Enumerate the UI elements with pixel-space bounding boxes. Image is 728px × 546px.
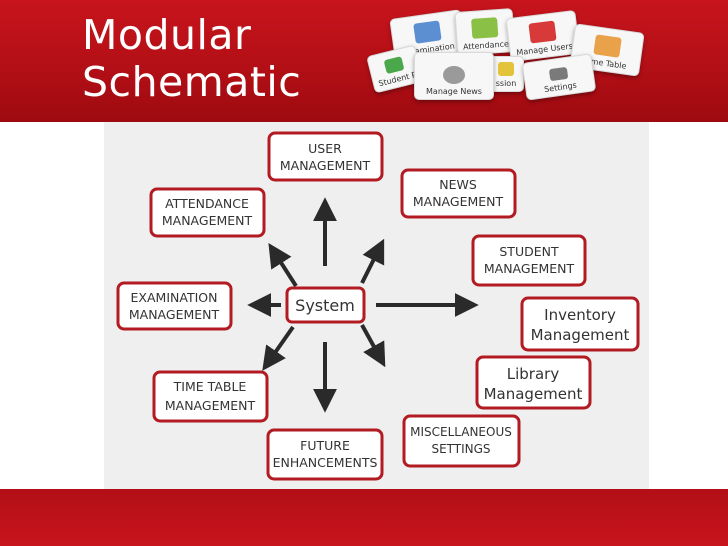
misc-label-2: SETTINGS (431, 442, 490, 456)
attendance-label-2: MANAGEMENT (162, 213, 253, 228)
inventory-label-1: Inventory (544, 306, 616, 324)
future-label-1: FUTURE (300, 438, 350, 453)
misc-label-1: MISCELLANEOUS (410, 425, 512, 439)
manage-news-tile: Manage News (414, 52, 494, 100)
footer-band (0, 489, 728, 546)
student-management-box (471, 234, 587, 287)
arrow-to-news (360, 238, 385, 284)
library-management-box (475, 355, 592, 410)
system-label: System (295, 296, 355, 315)
library-label-2: Management (484, 385, 583, 403)
user-label-2: MANAGEMENT (280, 158, 371, 173)
title-line-1: Modular (82, 11, 252, 59)
arrow-to-timetable (262, 325, 295, 371)
news-label-2: MANAGEMENT (413, 194, 504, 209)
future-enhancements-box (266, 428, 384, 481)
examination-management-box (116, 281, 233, 331)
attendance-label-1: ATTENDANCE (165, 196, 249, 211)
title-line-2: Schematic (82, 58, 302, 106)
timetable-management-box (152, 370, 269, 423)
arrow-to-attendance (268, 242, 298, 288)
timetable-label-2: MANAGEMENT (165, 398, 256, 413)
user-management-box (267, 131, 384, 182)
node-boxes (116, 131, 640, 481)
admission-tile-label: ssion (495, 79, 517, 88)
student-label-2: MANAGEMENT (484, 261, 575, 276)
news-icon (443, 66, 465, 84)
inventory-label-2: Management (531, 326, 630, 344)
admission-icon (498, 62, 514, 76)
news-label-1: NEWS (439, 177, 477, 192)
timetable-label-1: TIME TABLE (173, 379, 247, 394)
news-management-box (400, 168, 517, 219)
arrows (247, 197, 479, 413)
slide-title: Modular Schematic (82, 12, 301, 106)
user-label-1: USER (308, 141, 342, 156)
miscellaneous-settings-box (402, 414, 521, 468)
examination-label-1: EXAMINATION (131, 290, 218, 305)
inventory-management-box (520, 296, 640, 352)
system-box (285, 286, 366, 324)
examination-label-2: MANAGEMENT (129, 307, 220, 322)
attendance-management-box (149, 187, 266, 238)
library-label-1: Library (507, 365, 560, 383)
student-label-1: STUDENT (499, 244, 559, 259)
future-label-2: ENHANCEMENTS (273, 455, 378, 470)
manage-news-tile-label: Manage News (426, 87, 482, 96)
arrow-to-library (360, 324, 386, 368)
